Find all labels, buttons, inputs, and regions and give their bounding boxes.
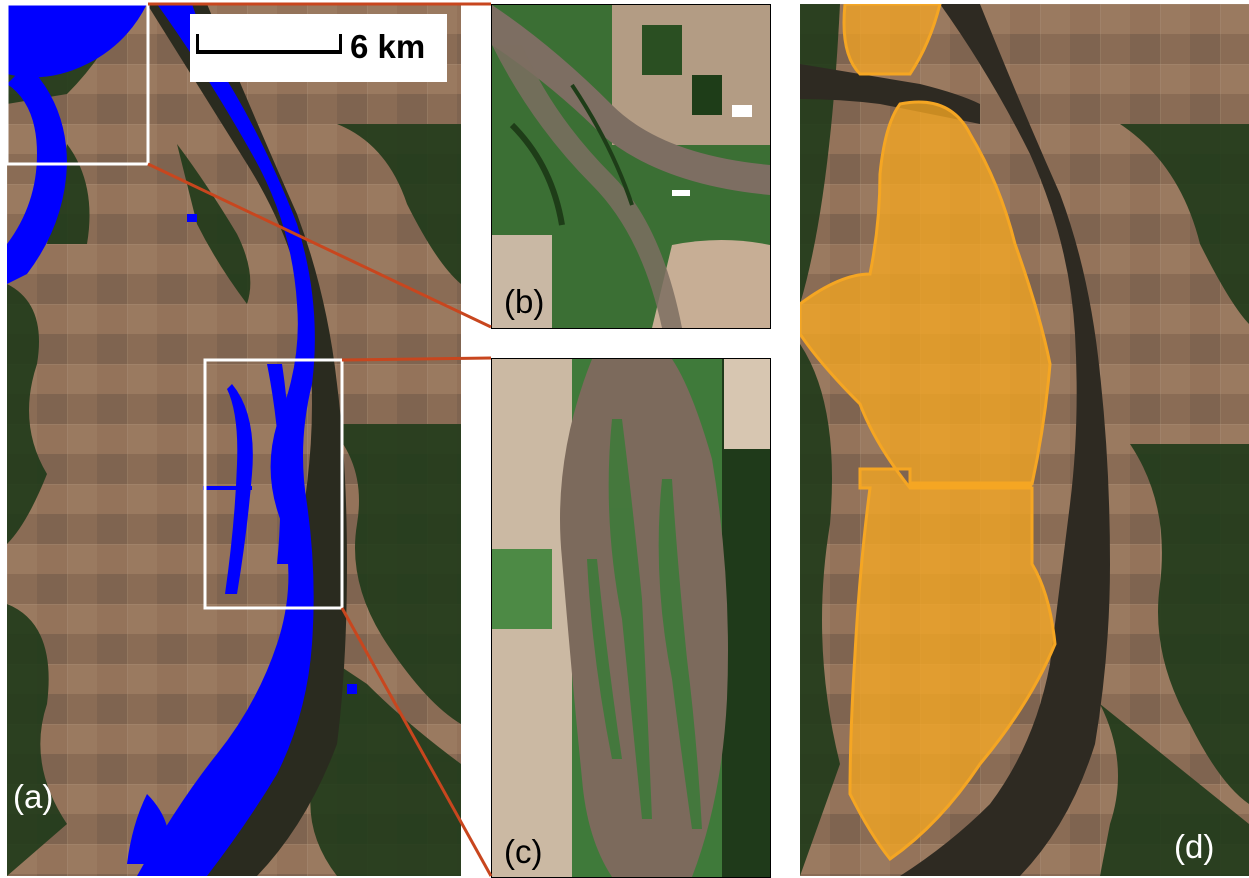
panel-c-image [492,359,770,877]
inset-frame-b [7,4,150,166]
panel-d: (d) [800,4,1249,876]
panel-label-a: (a) [13,778,54,815]
panel-a-image [7,4,461,876]
panel-label-d: (d) [1174,828,1215,865]
scale-bar-line [196,50,342,54]
scale-bar-label: 6 km [350,28,426,65]
scale-bar: 6 km [190,14,447,82]
panel-c: (c) [491,358,771,878]
inset-frame-c [203,358,344,610]
panel-b-image [492,5,770,328]
panel-label-b: (b) [504,283,545,320]
panel-d-image [800,4,1249,876]
panel-b: (b) [491,4,771,329]
panel-a: (a) [7,4,461,876]
panel-label-c: (c) [504,833,543,870]
